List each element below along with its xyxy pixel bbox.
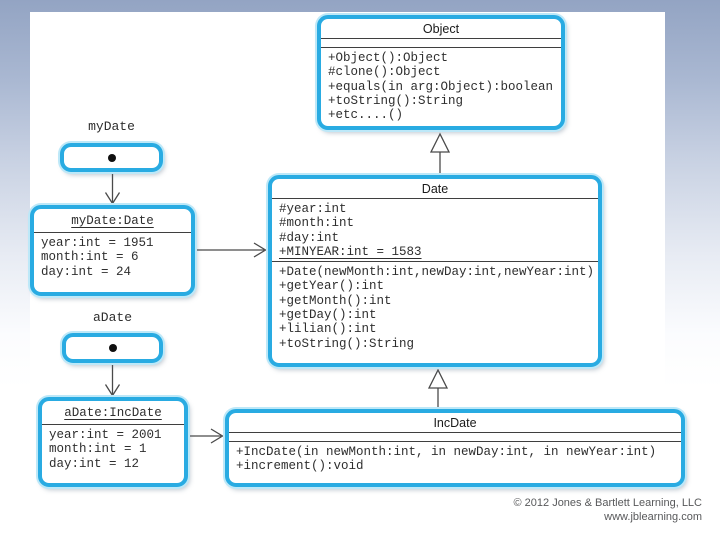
method-line: +getDay():int [279, 308, 377, 323]
method-line: +toString():String [328, 93, 464, 108]
attribute-line: #day:int [279, 230, 340, 245]
method-line: +IncDate(in newMonth:int, in newDay:int,… [236, 445, 657, 459]
method-line: +equals(in arg:Object):boolean [328, 79, 554, 94]
attribute-line: day:int = 12 [49, 456, 140, 471]
copyright-line: © 2012 Jones & Bartlett Learning, LLC [513, 497, 703, 509]
reference-dot-icon [107, 153, 116, 162]
class-title-object: Object [422, 22, 460, 36]
class-title-date: Date [421, 182, 449, 196]
incdate-attributes-empty-section [229, 432, 681, 441]
copyright-notice: © 2012 Jones & Bartlett Learning, LLC ww… [514, 497, 703, 524]
instance-title-adate: aDate:IncDate [64, 406, 162, 420]
class-box-date: Date #year:int #month:int #day:int +MINY… [268, 175, 602, 367]
instance-box-mydate: myDate:Date year:int = 1951 month:int = … [30, 205, 195, 296]
attribute-line: year:int = 2001 [49, 428, 162, 442]
method-line: +increment():void [236, 459, 364, 474]
object-methods-section: +Object():Object #clone():Object +equals… [321, 47, 561, 126]
mydate-attributes-section: year:int = 1951 month:int = 6 day:int = … [34, 232, 191, 292]
method-line: +Object():Object [328, 51, 449, 65]
website-line: www.jblearning.com [604, 510, 702, 523]
method-line: +getYear():int [279, 279, 385, 294]
class-box-object: Object +Object():Object #clone():Object … [317, 15, 565, 130]
date-attributes-section: #year:int #month:int #day:int +MINYEAR:i… [272, 198, 598, 261]
class-box-incdate: IncDate +IncDate(in newMonth:int, in new… [225, 409, 685, 487]
static-attribute-line: +MINYEAR:int = 1583 [279, 244, 422, 259]
reference-box-mydate [60, 143, 163, 172]
reference-label-adate: aDate [92, 310, 132, 325]
instance-title-mydate: myDate:Date [71, 214, 154, 228]
method-line: +toString():String [279, 336, 415, 351]
attribute-line: month:int = 6 [41, 250, 139, 265]
reference-dot-icon [108, 344, 117, 352]
attribute-line: day:int = 24 [41, 264, 132, 279]
method-line: +Date(newMonth:int,newDay:int,newYear:in… [279, 265, 595, 280]
class-title-incdate: IncDate [433, 416, 477, 430]
reference-label-mydate: myDate [88, 119, 135, 134]
adate-attributes-section: year:int = 2001 month:int = 1 day:int = … [42, 424, 184, 483]
method-line: +etc....() [328, 108, 404, 123]
incdate-methods-section: +IncDate(in newMonth:int, in newDay:int,… [229, 441, 681, 483]
attribute-line: month:int = 1 [49, 442, 147, 457]
method-line: +getMonth():int [279, 293, 392, 308]
instance-box-adate: aDate:IncDate year:int = 2001 month:int … [38, 397, 188, 487]
method-line: +lilian():int [279, 322, 377, 337]
attribute-line: year:int = 1951 [41, 236, 154, 250]
method-line: #clone():Object [328, 65, 441, 80]
date-methods-section: +Date(newMonth:int,newDay:int,newYear:in… [272, 261, 598, 363]
object-attributes-empty-section [321, 38, 561, 47]
attribute-line: #year:int [279, 202, 347, 216]
reference-box-adate [62, 333, 163, 363]
attribute-line: #month:int [279, 216, 355, 231]
